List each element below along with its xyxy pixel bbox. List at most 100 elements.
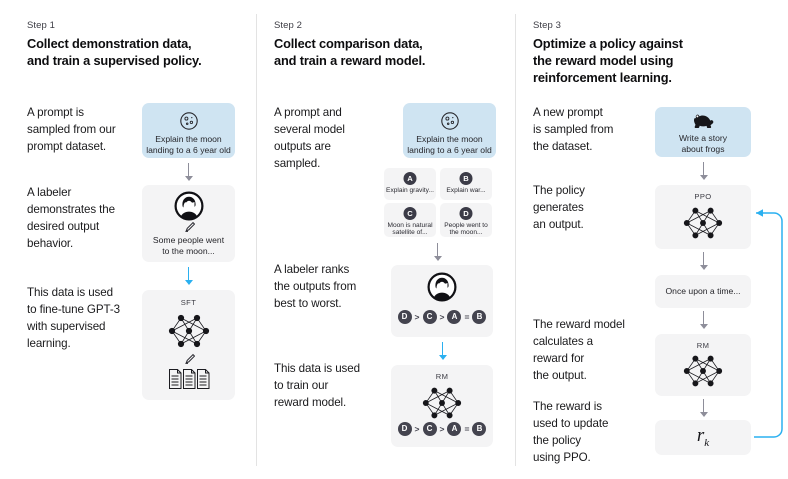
step-3-paragraph-4-line2: used to update [533, 417, 609, 430]
step-3-label: Step 3 [533, 20, 562, 31]
step-1-paragraph-2-line2: demonstrates the [27, 203, 115, 216]
step-1-paragraph-3-line2: to fine-tune GPT-3 [27, 303, 120, 316]
pencil-icon [183, 220, 196, 238]
step-2-paragraph-1-line4: sampled. [274, 157, 321, 170]
step-1-paragraph-1-line1: A prompt is [27, 106, 84, 119]
step-2-rm-model-label: RM [435, 372, 449, 381]
moon-icon [179, 111, 199, 136]
step-3-paragraph-4-line4: using PPO. [533, 451, 591, 464]
step-1-arrow-2 [183, 267, 194, 286]
step-2-paragraph-2-line3: best to worst. [274, 297, 342, 310]
step-1-demo-card[interactable]: Some people went to the moon... [142, 185, 235, 262]
step-2-title-line2: and train a reward model. [274, 53, 426, 68]
step-2-rm-card[interactable]: RM D > C > A = [391, 365, 493, 447]
step-2-prompt-caption-line2: landing to a 6 year old [407, 145, 492, 155]
step-3-prompt-card[interactable]: Write a story about frogs [655, 107, 751, 157]
step-3-paragraph-4-line3: the policy [533, 434, 581, 447]
rank-token-3: > [439, 312, 445, 322]
rank-token-6: B [472, 310, 487, 324]
column-divider-2 [515, 14, 516, 466]
step-3-title-line3: reinforcement learning. [533, 70, 672, 85]
step-2-title-line1: Collect comparison data, [274, 36, 423, 51]
step-2-paragraph-3-line1: This data is used [274, 362, 360, 375]
step-2-paragraph-3-line2: to train our [274, 379, 329, 392]
step-3-prompt-caption-line1: Write a story [678, 133, 728, 143]
step-1-sft-card[interactable]: SFT [142, 290, 235, 400]
step-1-column: Step 1 Collect demonstration data, and t… [0, 0, 256, 479]
step-2-prompt-caption-line1: Explain the moon [416, 134, 483, 144]
step-1-paragraph-3-line4: learning. [27, 337, 71, 350]
rank-token-5: = [464, 312, 470, 322]
step-3-arrow-1 [698, 162, 709, 181]
step-1-paragraph-1-line2: sampled from our [27, 123, 116, 136]
rank-token-1: > [414, 312, 420, 322]
rm-rank-token-2: C [422, 422, 437, 436]
neural-network-icon [164, 310, 214, 357]
step-3-paragraph-2-line2: generates [533, 201, 584, 214]
step-2-prompt-card[interactable]: Explain the moon landing to a 6 year old [403, 103, 496, 158]
reward-symbol: rk [655, 425, 751, 449]
step-2-paragraph-1-line2: several model [274, 123, 345, 136]
step-1-paragraph-2-line3: desired output [27, 220, 100, 233]
step-3-title-line1: Optimize a policy against [533, 36, 683, 51]
step-3-rm-model-label: RM [696, 341, 710, 350]
step-1-label: Step 1 [27, 20, 56, 31]
reward-symbol-subscript: k [704, 436, 710, 449]
option-badge-a: A [403, 172, 417, 185]
option-card-d[interactable]: D People went to the moon... [440, 203, 492, 237]
labeler-avatar-icon [174, 191, 204, 226]
rm-rank-token-5: = [464, 424, 470, 434]
step-3-paragraph-1-line1: A new prompt [533, 106, 603, 119]
step-3-rm-card[interactable]: RM [655, 334, 751, 396]
rm-rank-token-6: B [472, 422, 487, 436]
step-1-prompt-card[interactable]: Explain the moon landing to a 6 year old [142, 103, 235, 158]
step-3-prompt-caption-line2: about frogs [681, 144, 725, 154]
option-text-a: Explain gravity... [386, 187, 434, 194]
step-1-title-line1: Collect demonstration data, [27, 36, 192, 51]
rm-rank-token-0: D [397, 422, 412, 436]
step-2-arrow-1 [432, 243, 443, 262]
step-3-reward-card[interactable]: rk [655, 420, 751, 455]
step-3-paragraph-3-line1: The reward model [533, 318, 625, 331]
frog-icon [693, 113, 715, 134]
step-1-paragraph-2-line1: A labeler [27, 186, 72, 199]
step-3-output-card[interactable]: Once upon a time... [655, 275, 751, 308]
step-2-paragraph-2-line1: A labeler ranks [274, 263, 350, 276]
step-1-title-line2: and train a supervised policy. [27, 53, 202, 68]
step-3-paragraph-3-line4: the output. [533, 369, 587, 382]
step-3-paragraph-2-line1: The policy [533, 184, 585, 197]
pencil-icon [183, 352, 196, 370]
option-card-a[interactable]: A Explain gravity... [384, 168, 436, 200]
step-1-demo-caption-line1: Some people went [152, 235, 225, 245]
step-2-paragraph-3-line3: reward model. [274, 396, 347, 409]
step-2-paragraph-1-line1: A prompt and [274, 106, 342, 119]
feedback-loop-arrow [744, 203, 788, 448]
step-1-arrow-1 [183, 163, 194, 182]
option-card-b[interactable]: B Explain war... [440, 168, 492, 200]
step-3-paragraph-1-line2: is sampled from [533, 123, 614, 136]
step-3-column: Step 3 Optimize a policy against the rew… [516, 0, 788, 479]
step-3-ppo-card[interactable]: PPO [655, 185, 751, 249]
labeler-avatar-icon [427, 272, 457, 307]
rank-token-0: D [397, 310, 412, 324]
documents-icon [168, 368, 210, 395]
step-3-arrow-2 [698, 252, 709, 271]
step-2-ranking-card[interactable]: D > C > A = B [391, 265, 493, 337]
step-3-ppo-model-label: PPO [694, 192, 712, 201]
neural-network-icon [417, 383, 467, 428]
option-text-c-line1: Moon is natural [387, 222, 433, 229]
step-3-paragraph-3-line2: calculates a [533, 335, 594, 348]
step-2-rm-ranking-row: D > C > A = B [391, 422, 493, 436]
column-divider-1 [256, 14, 257, 466]
step-1-prompt-caption-line1: Explain the moon [155, 134, 222, 144]
option-badge-c: C [403, 207, 417, 220]
option-badge-d: D [459, 207, 473, 220]
option-card-c[interactable]: C Moon is natural satellite of... [384, 203, 436, 237]
step-2-ranking-row: D > C > A = B [391, 310, 493, 324]
step-1-paragraph-1-line3: prompt dataset. [27, 140, 107, 153]
step-2-label: Step 2 [274, 20, 303, 31]
step-3-output-text: Once upon a time... [665, 286, 741, 296]
step-1-demo-caption-line2: to the moon... [162, 246, 215, 256]
rm-rank-token-1: > [414, 424, 420, 434]
